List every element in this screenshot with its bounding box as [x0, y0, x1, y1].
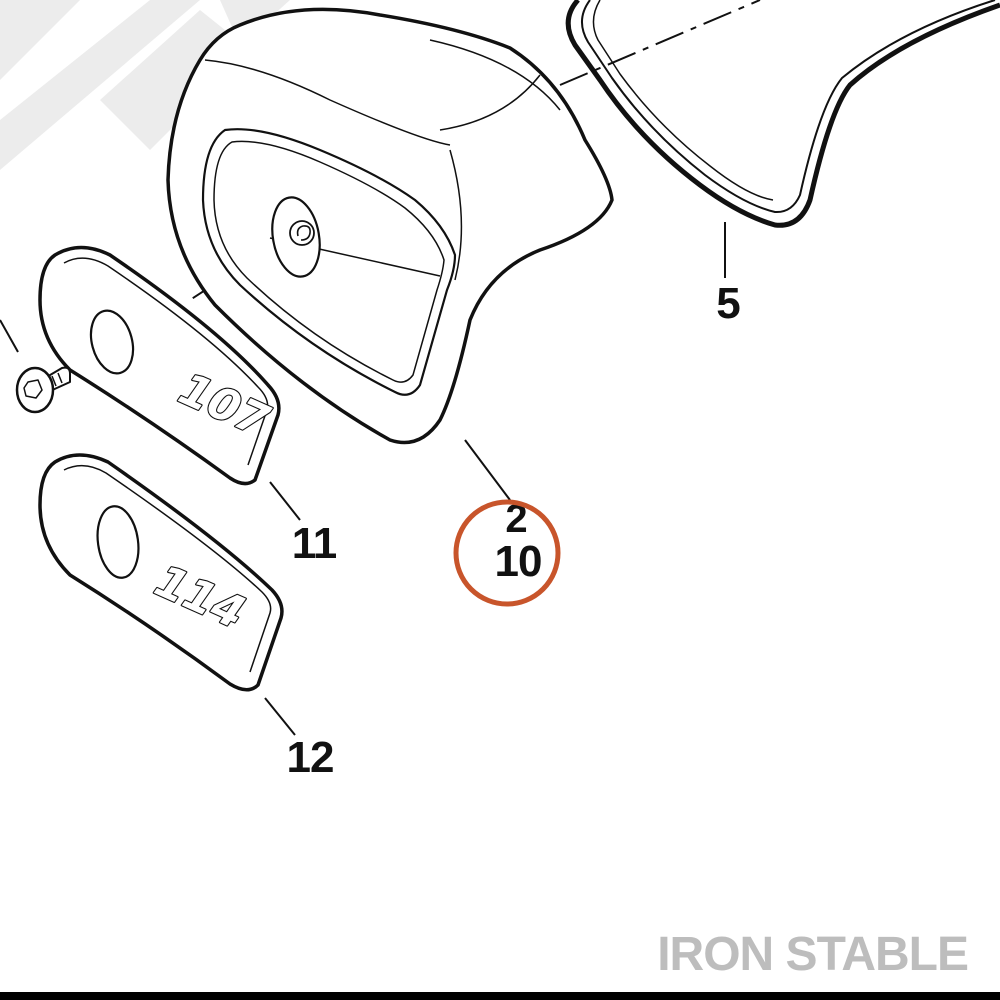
callout-part-12: 12: [287, 733, 334, 782]
side-cover-part: [166, 7, 614, 445]
badge-plate-114-part: 114: [38, 453, 284, 692]
callout-part-2: 2: [505, 497, 526, 541]
watermark-text: IRON STABLE: [657, 928, 968, 981]
seat-part: [565, 0, 1000, 228]
badge-plate-107-part: 107: [38, 245, 281, 486]
callout-part-5: 5: [716, 279, 740, 328]
screw-part: [15, 366, 71, 414]
callout-part-11: 11: [292, 519, 337, 568]
leader-lines: [0, 222, 726, 736]
callout-part-10: 10: [495, 537, 542, 586]
highlight-circle: [453, 499, 561, 607]
bottom-border: [0, 992, 1000, 1000]
